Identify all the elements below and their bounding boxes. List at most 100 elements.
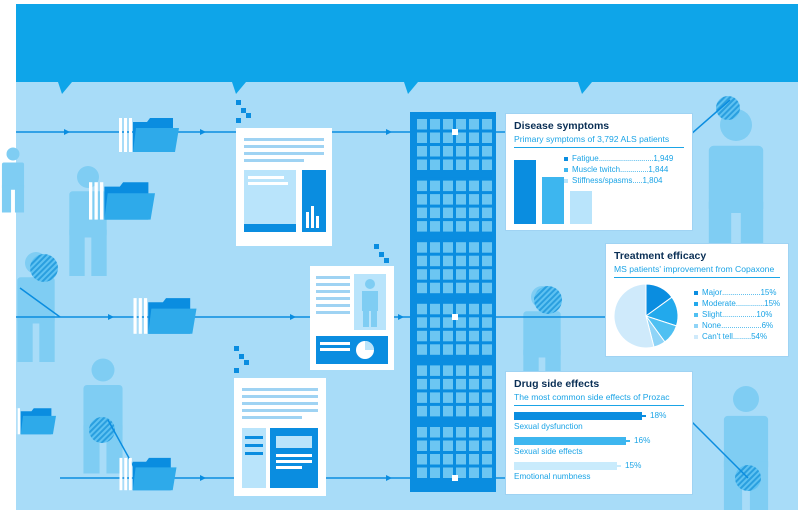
rack-cell [469, 303, 479, 315]
rack-cell [443, 242, 453, 253]
efficacy-legend-item: Can't tell.........54% [694, 332, 767, 341]
rack-cell [456, 454, 466, 465]
rack-cell [482, 207, 492, 219]
rack-cell [469, 255, 479, 267]
rack-cell [456, 378, 466, 390]
rack-cell [417, 269, 427, 280]
rack-cell [469, 392, 479, 403]
rack-cell [456, 207, 466, 219]
rack-cell [482, 392, 492, 403]
rack-cell [482, 303, 492, 315]
rack-cell [469, 330, 479, 342]
divider [614, 277, 780, 278]
legend-label: Major [702, 288, 723, 297]
rack-cell [430, 317, 440, 328]
rack-cell [456, 221, 466, 232]
rack-cell [430, 440, 440, 451]
rack-cell [482, 282, 492, 294]
disease-symptoms-subtitle: Primary symptoms of 3,792 ALS patients [514, 134, 670, 144]
rack-cell [482, 146, 492, 157]
rack-cell [417, 159, 427, 170]
rack-cell [417, 282, 427, 294]
rack-cell [430, 378, 440, 390]
side-effect-value: 16% [634, 436, 651, 445]
rack-cell [456, 119, 466, 130]
rack-cell [443, 365, 453, 376]
legend-value: 1,949 [653, 154, 674, 163]
rack-cell [443, 330, 453, 342]
rack-cell [482, 221, 492, 232]
rack-cell [469, 180, 479, 192]
disease-symptoms-title: Disease symptoms [514, 120, 610, 132]
rack-cell [469, 454, 479, 465]
legend-swatch [564, 167, 568, 172]
legend-leader: .................... [721, 321, 762, 330]
legend-value: 15% [760, 288, 777, 297]
rack-cell [443, 378, 453, 390]
treatment-efficacy-title: Treatment efficacy [614, 250, 707, 262]
rack-cell [469, 119, 479, 130]
rack-divider [414, 237, 492, 240]
rack-cell [430, 467, 440, 478]
rack-cell [482, 467, 492, 478]
legend-value: 1,844 [648, 165, 669, 174]
rack-cell [469, 269, 479, 280]
rack-cell [443, 194, 453, 205]
legend-leader: ........................... [598, 154, 654, 163]
side-effect-bar [514, 412, 642, 420]
rack-cell [443, 282, 453, 294]
legend-value: 6% [761, 321, 774, 330]
rack-cell [443, 392, 453, 403]
rack-cell [469, 378, 479, 390]
rack-divider [414, 175, 492, 178]
legend-value: 54% [751, 332, 768, 341]
legend-swatch [694, 290, 698, 295]
rack-cell [417, 392, 427, 403]
legend-label: Muscle twitch [572, 165, 621, 174]
rack-cell [417, 180, 427, 192]
symptom-legend-item: Muscle twitch..............1,844 [564, 165, 668, 174]
symptom-legend-item: Stiffness/spasms.....1,804 [564, 176, 662, 185]
divider [514, 405, 684, 406]
rack-cell [443, 180, 453, 192]
side-effect-label: Sexual side effects [514, 447, 583, 456]
rack-cell [443, 221, 453, 232]
rack-cell [430, 255, 440, 267]
rack-cell [469, 440, 479, 451]
side-effect-bar [514, 462, 617, 470]
rack-cell [482, 454, 492, 465]
rack-cell [417, 317, 427, 328]
rack-cell [456, 303, 466, 315]
rack-cell [443, 427, 453, 438]
rack-cell [482, 344, 492, 355]
legend-leader: ................... [722, 288, 761, 297]
rack-cell [417, 207, 427, 219]
rack-cell [469, 405, 479, 417]
legend-label: Stiffness/spasms [572, 176, 633, 185]
legend-leader: .............. [620, 165, 649, 174]
symptoms-bar-chart [514, 160, 592, 224]
rack-cell [443, 454, 453, 465]
rack-cell [443, 440, 453, 451]
legend-leader: .............. [735, 299, 765, 308]
rack-cell [443, 207, 453, 219]
legend-value: 10% [756, 310, 773, 319]
rack-cell [482, 317, 492, 328]
side-effect-value: 18% [650, 411, 667, 420]
legend-swatch [694, 334, 698, 339]
divider [514, 147, 684, 148]
rack-cell [482, 378, 492, 390]
rack-cell [430, 454, 440, 465]
bar-tip [626, 440, 630, 442]
rack-cell [417, 427, 427, 438]
rack-cell [417, 242, 427, 253]
rack-cell [443, 405, 453, 417]
rack-cell [417, 221, 427, 232]
rack-cell [482, 132, 492, 143]
rack-cell [417, 146, 427, 157]
rack-cell [430, 405, 440, 417]
rack-cell [417, 255, 427, 267]
rack-cell [430, 330, 440, 342]
rack-cell [482, 119, 492, 130]
efficacy-legend-item: Slight.................10% [694, 310, 772, 319]
